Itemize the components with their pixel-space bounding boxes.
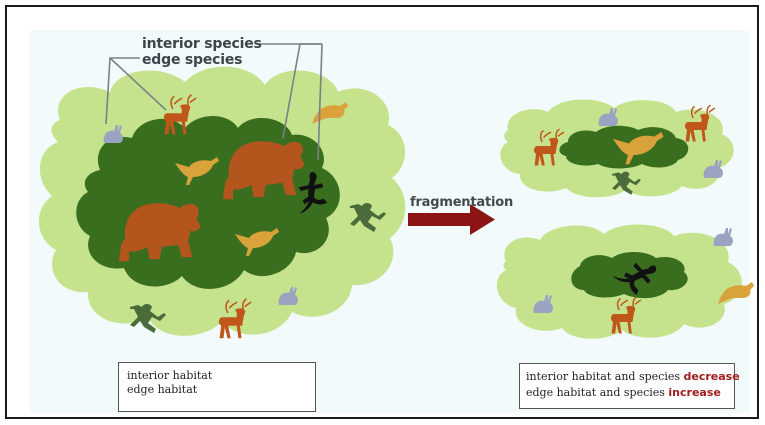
legend-interior-habitat: interior habitat (127, 369, 212, 383)
outcome-legend: interior habitat and species decrease ed… (519, 363, 735, 409)
interior-species-label: interior species (142, 36, 262, 52)
outcome-interior-text: interior habitat and species (526, 370, 684, 383)
habitat-legend: interior habitat edge habitat (118, 362, 316, 412)
outcome-line-interior: interior habitat and species decrease (526, 370, 740, 384)
increase-word: increase (668, 386, 720, 399)
decrease-word: decrease (684, 370, 740, 383)
edge-species-label: edge species (142, 52, 242, 68)
outcome-edge-text: edge habitat and species (526, 386, 668, 399)
legend-edge-habitat: edge habitat (127, 383, 197, 397)
fragmentation-label: fragmentation (410, 195, 513, 210)
outcome-line-edge: edge habitat and species increase (526, 386, 721, 400)
rabbit-icon (714, 228, 733, 246)
